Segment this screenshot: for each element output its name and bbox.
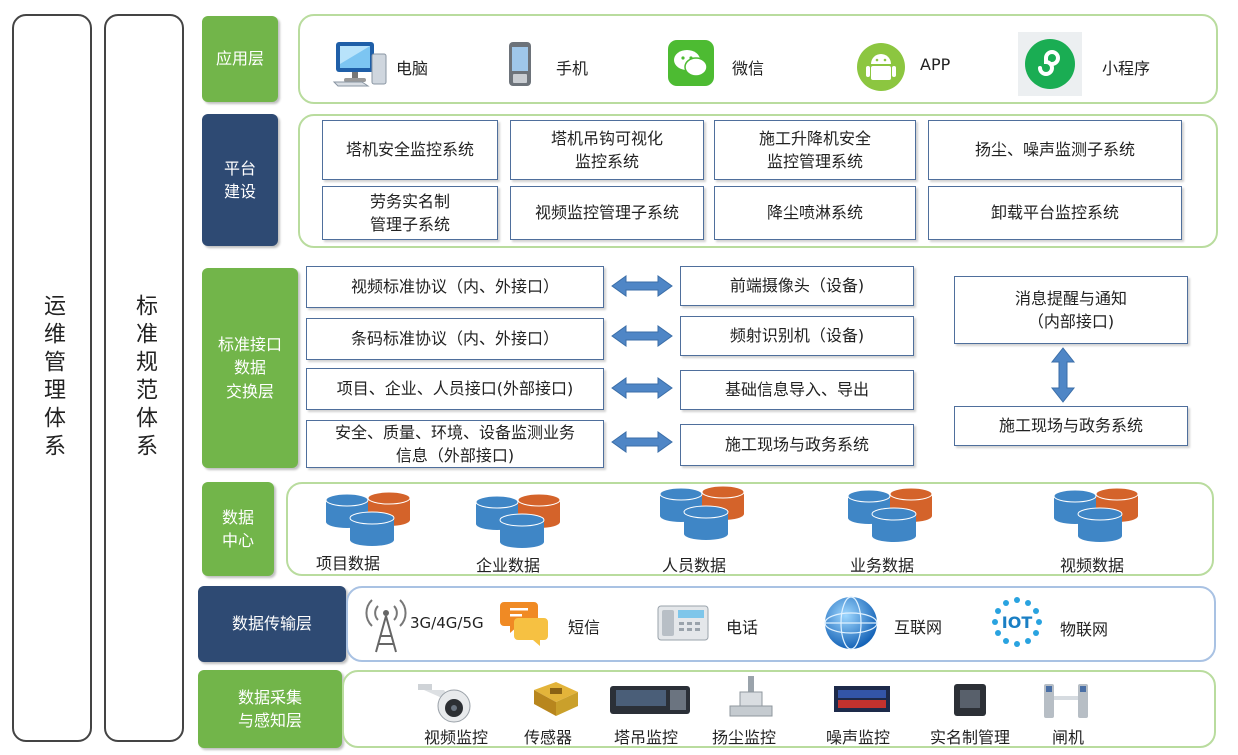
tower-monitor-icon [608,684,692,720]
collect-panel [342,670,1216,748]
app-item-label: 小程序 [1102,59,1151,78]
double-arrow-icon [611,431,673,453]
platform-system-box: 施工升降机安全 监控管理系统 [714,120,916,180]
collect-item-label: 传感器 [524,728,573,747]
sensor-icon [528,678,582,724]
collect-item-label: 噪声监控 [826,728,891,747]
interface-protocol-box: 条码标准协议（内、外接口） [306,318,604,360]
datacenter-item-label: 企业数据 [476,556,541,575]
collect-item-label: 扬尘监控 [712,728,777,747]
sms-icon [500,596,552,652]
interface-target-box: 施工现场与政务系统 [680,424,914,466]
database-icon [475,493,561,548]
dust-monitor-icon [726,674,776,724]
transport-item-label: 短信 [568,618,601,637]
double-arrow-icon [611,377,673,399]
phone-icon [506,40,534,92]
dome-camera-icon [416,680,474,728]
interface-arrows [611,275,673,453]
collect-item-label: 闸机 [1052,728,1085,747]
layer-label-interface: 标准接口 数据 交换层 [202,268,298,468]
turnstile-icon [1040,680,1092,724]
realname-terminal-icon [952,682,988,722]
app-item-label: 电脑 [396,59,429,78]
layer-label-transport: 数据传输层 [198,586,346,662]
standards-label: 标准规范体系 [132,294,157,462]
database-icon [325,491,411,546]
miniprogram-icon [1018,32,1082,100]
layer-label-platform: 平台 建设 [202,114,278,246]
transport-panel [346,586,1216,662]
iot-icon: IOT [988,596,1046,656]
platform-system-box: 劳务实名制 管理子系统 [322,186,498,240]
transport-item-label: 互联网 [894,618,943,637]
interface-target-box: 前端摄像头（设备) [680,266,914,306]
collect-item-label: 塔吊监控 [614,728,679,747]
svg-text:IOT: IOT [1002,613,1033,632]
datacenter-item-label: 人员数据 [662,556,727,575]
double-arrow-icon [611,275,673,297]
transport-item-label: 电话 [726,618,759,637]
platform-system-box: 扬尘、噪声监测子系统 [928,120,1182,180]
platform-system-box: 降尘喷淋系统 [714,186,916,240]
platform-system-box: 视频监控管理子系统 [510,186,704,240]
layer-label-app: 应用层 [202,16,278,102]
antenna-icon [364,592,408,658]
interface-target-box: 基础信息导入、导出 [680,370,914,410]
app-item-label: APP [920,55,951,74]
gov-system-box: 施工现场与政务系统 [954,406,1188,446]
layer-label-collect: 数据采集 与感知层 [198,670,342,748]
standards-system: 标准规范体系 [104,14,184,742]
platform-system-box: 卸载平台监控系统 [928,186,1182,240]
datacenter-item-label: 视频数据 [1060,556,1125,575]
vertical-double-arrow-icon [1050,347,1076,403]
database-icon [659,485,745,540]
platform-system-box: 塔机安全监控系统 [322,120,498,180]
layer-label-datacenter: 数据 中心 [202,482,274,576]
double-arrow-icon [611,325,673,347]
ops-management-system: 运维管理体系 [12,14,92,742]
database-icon [1053,487,1139,542]
collect-item-label: 实名制管理 [930,728,1011,747]
message-notify-box: 消息提醒与通知 （内部接口) [954,276,1188,344]
database-icon [847,487,933,542]
platform-system-box: 塔机吊钩可视化 监控系统 [510,120,704,180]
interface-protocol-box: 安全、质量、环境、设备监测业务 信息（外部接口) [306,420,604,468]
globe-icon [822,594,880,656]
ops-management-label: 运维管理体系 [40,294,65,462]
telephone-icon [656,602,710,648]
datacenter-item-label: 业务数据 [850,556,915,575]
datacenter-item-label: 项目数据 [316,554,381,573]
interface-target-box: 频射识别机（设备) [680,316,914,356]
wechat-icon [668,40,714,90]
app-item-label: 手机 [556,59,589,78]
transport-item-label: 物联网 [1060,620,1109,639]
collect-item-label: 视频监控 [424,728,489,747]
computer-icon [332,38,388,92]
noise-monitor-icon [832,684,892,718]
android-icon [856,42,906,96]
app-item-label: 微信 [732,59,765,78]
transport-item-label: 3G/4G/5G [410,614,484,632]
interface-protocol-box: 视频标准协议（内、外接口） [306,266,604,308]
interface-protocol-box: 项目、企业、人员接口(外部接口) [306,368,604,410]
